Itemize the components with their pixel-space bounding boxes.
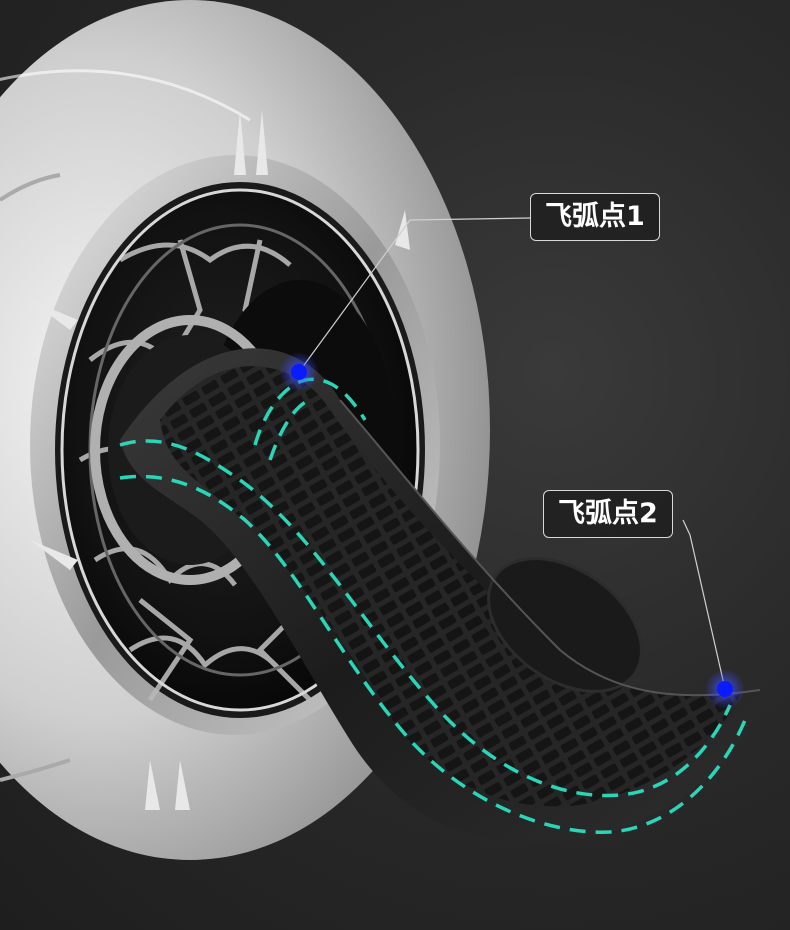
callout-arc-point-2: 飞弧点2: [543, 490, 673, 538]
arc-point-2-marker: [705, 669, 745, 709]
callout-leader-lines: [298, 217, 726, 690]
handle-grip: [120, 348, 761, 843]
callout-arc-point-1-label: 飞弧点1: [545, 201, 645, 232]
callout-arc-point-1: 飞弧点1: [530, 193, 660, 241]
callout-arc-point-2-label: 飞弧点2: [558, 498, 658, 529]
arc-point-1-marker: [279, 352, 319, 392]
